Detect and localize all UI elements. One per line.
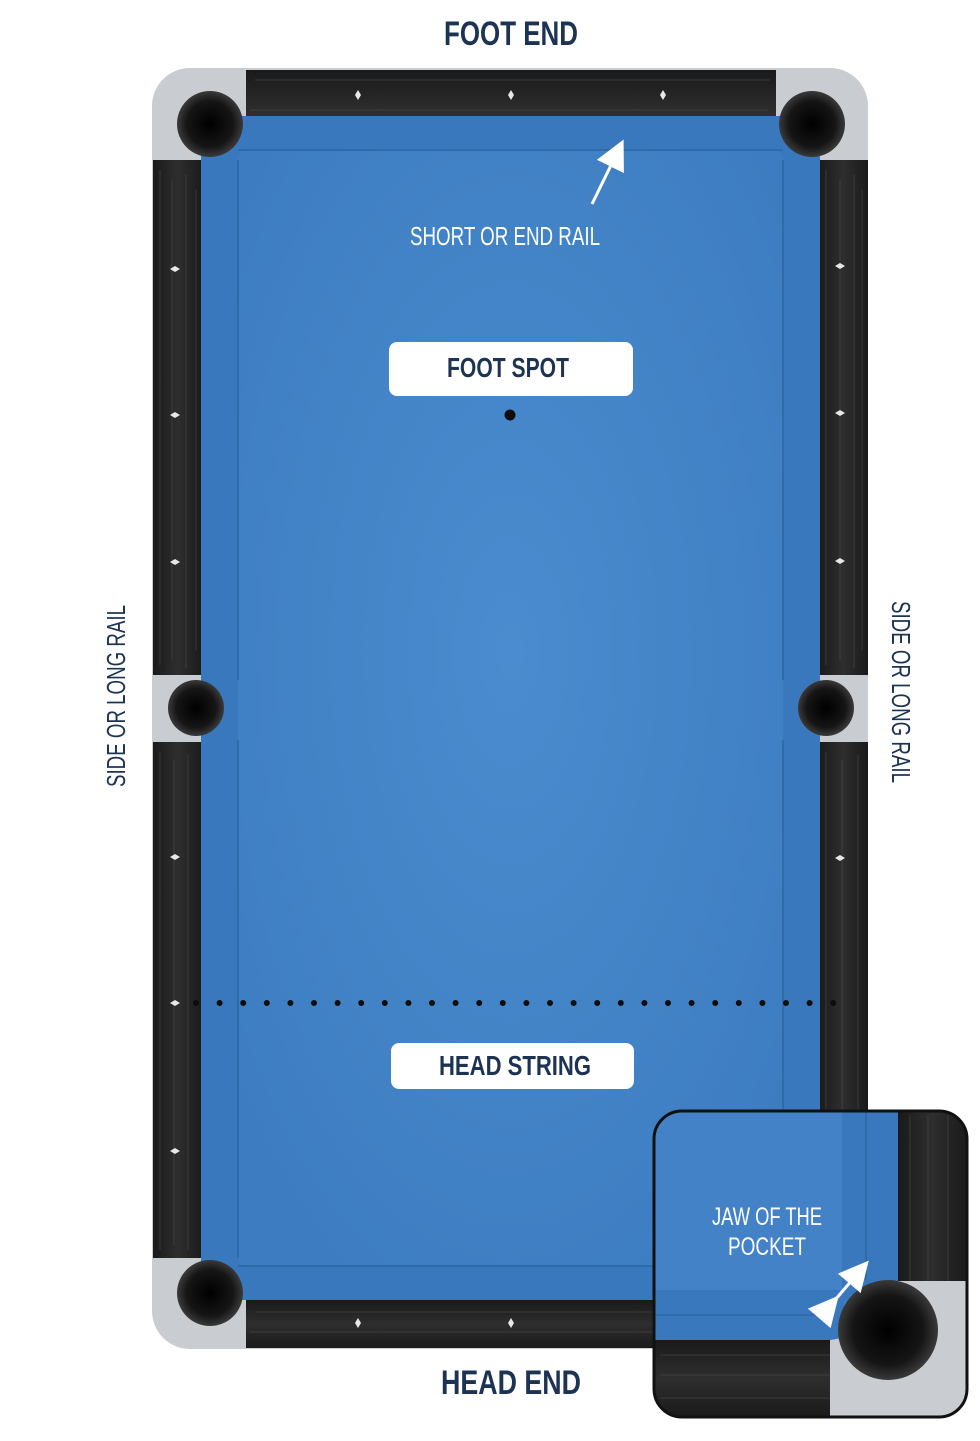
head-string-label: HEAD STRING [439, 1050, 591, 1081]
foot-spot-dot [504, 409, 516, 421]
jaw-label-line1: JAW OF THE [712, 1203, 822, 1231]
side-rail-label-left: SIDE OR LONG RAIL [101, 605, 131, 787]
inset-border [652, 1109, 969, 1419]
left-rail-wood-top [153, 160, 203, 675]
pool-table [152, 68, 868, 1349]
jaw-arrow [807, 1260, 869, 1329]
side-rail-label-right: SIDE OR LONG RAIL [886, 601, 916, 783]
foot-end-label: FOOT END [444, 15, 578, 53]
felt-surface [238, 150, 783, 1266]
jaw-inset: JAW OF THE POCKET [652, 1109, 969, 1419]
rail-diamonds [170, 90, 845, 1328]
foot-spot-label: FOOT SPOT [447, 352, 569, 383]
short-rail-arrow [590, 139, 624, 205]
head-string-callout [391, 1043, 634, 1089]
cushion-edges [237, 149, 784, 1267]
pocket-side-left [168, 680, 224, 736]
foot-spot-callout [389, 342, 633, 396]
pocket-side-right [798, 680, 854, 736]
pocket-top-right [779, 91, 845, 157]
left-rail-wood-bottom [153, 742, 203, 1258]
pocket-top-left [177, 91, 243, 157]
jaw-label-line2: POCKET [728, 1233, 806, 1261]
head-end-label: HEAD END [441, 1364, 581, 1402]
short-rail-label: SHORT OR END RAIL [410, 221, 600, 251]
pocket-bottom-left [177, 1260, 243, 1326]
